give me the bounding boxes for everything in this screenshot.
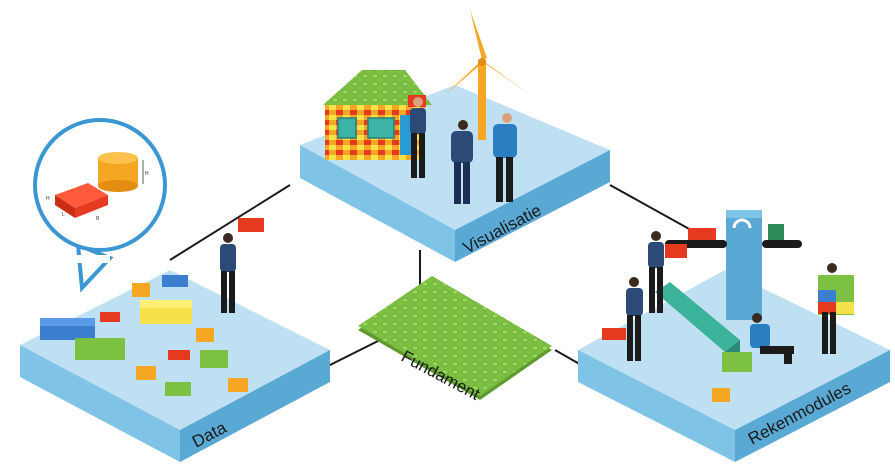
- dim-l: L: [62, 212, 65, 218]
- brick-dimension-callout: H H L B: [33, 118, 167, 293]
- person-rekenmodules-2: [626, 277, 643, 361]
- person-rekenmodules-1: [648, 231, 687, 313]
- person-visualisatie-3: [493, 113, 517, 202]
- dim-b: B: [96, 216, 100, 222]
- data-bricks: [40, 275, 248, 396]
- person-rekenmodules-3: [750, 313, 794, 364]
- person-visualisatie-2: [451, 120, 473, 204]
- orange-brick: [712, 388, 730, 402]
- conveyor-machine: [665, 210, 802, 320]
- fundament-baseplate: Fundament: [358, 276, 552, 404]
- rekenmodules-platform: Rekenmodules: [578, 210, 890, 462]
- dim-h-cyl: H: [145, 171, 149, 177]
- person-data: [220, 218, 264, 313]
- dim-h-brick: H: [46, 196, 50, 202]
- person-rekenmodules-4: [818, 263, 854, 354]
- person-visualisatie-1: [410, 97, 426, 178]
- green-brick: [722, 352, 752, 372]
- lego-house: [323, 70, 432, 160]
- windmill: [445, 10, 530, 140]
- data-platform: Data: [20, 118, 330, 462]
- visualisatie-platform: Visualisatie: [300, 10, 610, 262]
- red-brick: [602, 328, 626, 340]
